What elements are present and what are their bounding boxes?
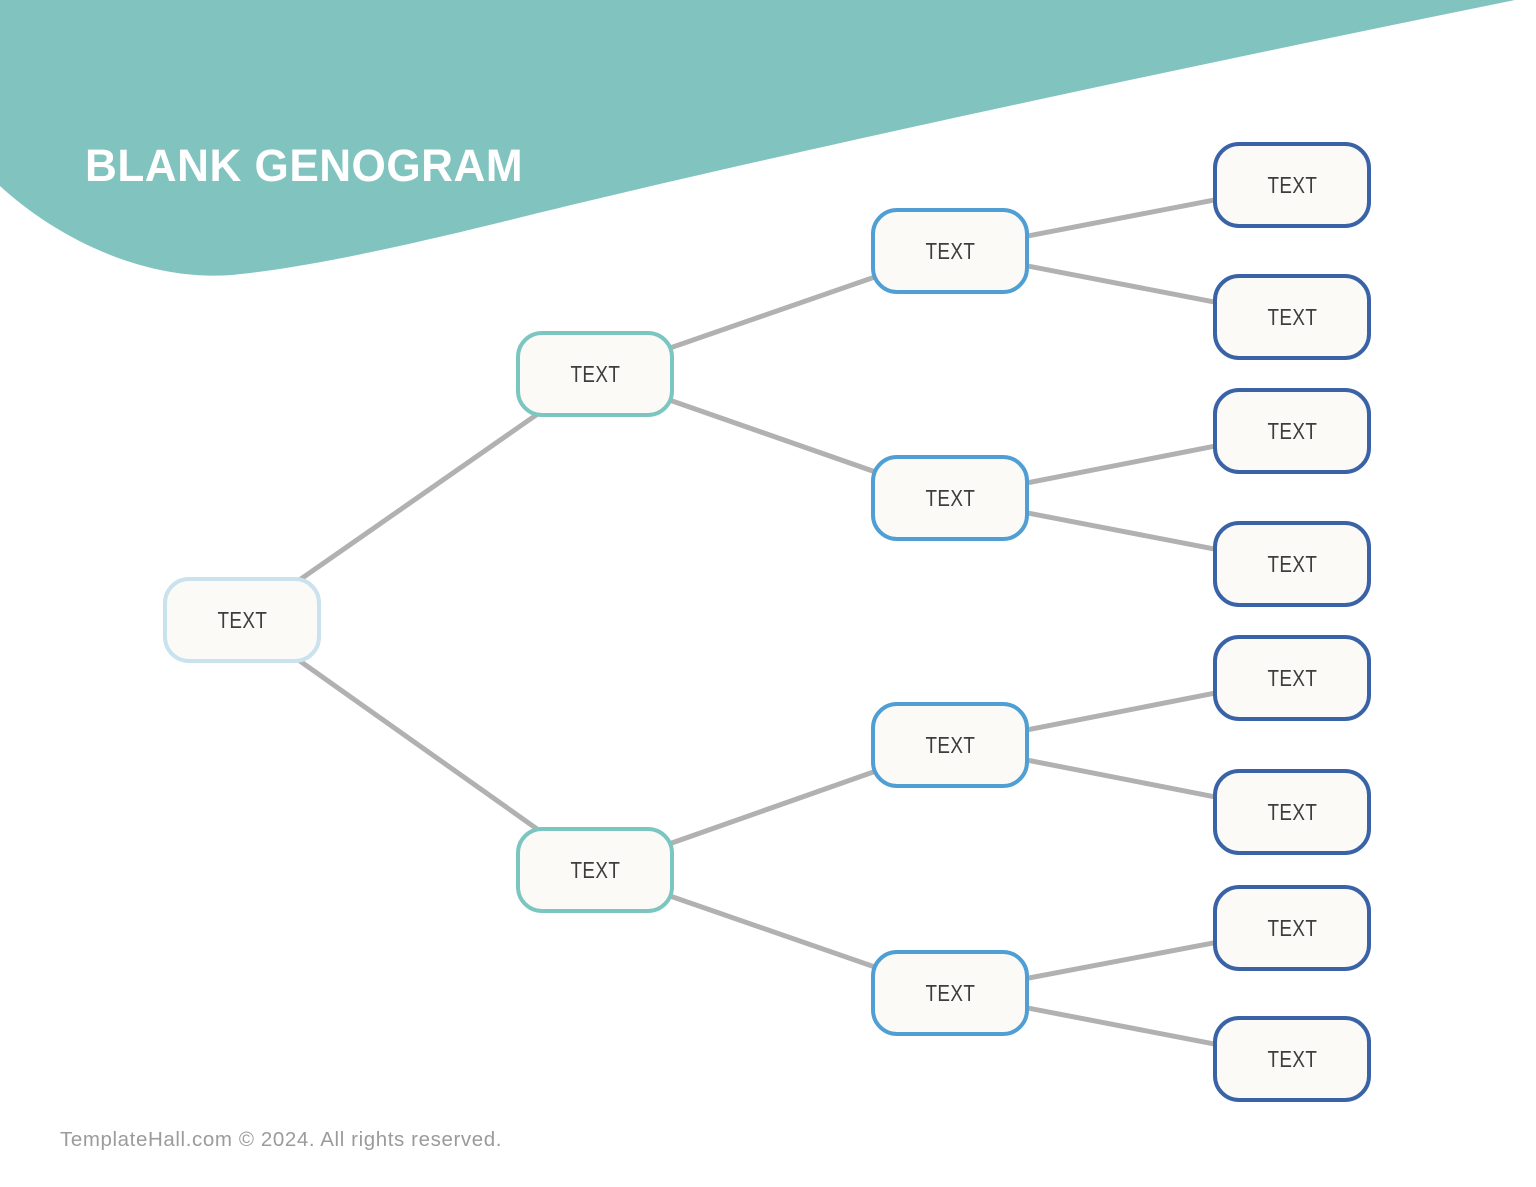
genogram-node-g3d[interactable]: TEXT <box>871 950 1029 1036</box>
genogram-node-g4d[interactable]: TEXT <box>1213 521 1371 607</box>
node-label: TEXT <box>1267 303 1317 330</box>
node-label: TEXT <box>925 731 975 758</box>
node-label: TEXT <box>925 484 975 511</box>
page-title: BLANK GENOGRAM <box>85 140 524 191</box>
genogram-node-g4a[interactable]: TEXT <box>1213 142 1371 228</box>
connector-lines-group <box>240 182 1293 1062</box>
genogram-node-g4h[interactable]: TEXT <box>1213 1016 1371 1102</box>
genogram-node-g4f[interactable]: TEXT <box>1213 769 1371 855</box>
node-label: TEXT <box>570 360 620 387</box>
node-label: TEXT <box>1267 914 1317 941</box>
node-label: TEXT <box>1267 1045 1317 1072</box>
genogram-node-g2a[interactable]: TEXT <box>516 331 674 417</box>
genogram-node-g2b[interactable]: TEXT <box>516 827 674 913</box>
node-label: TEXT <box>1267 798 1317 825</box>
genogram-node-g4g[interactable]: TEXT <box>1213 885 1371 971</box>
node-label: TEXT <box>925 979 975 1006</box>
node-label: TEXT <box>570 856 620 883</box>
node-label: TEXT <box>1267 171 1317 198</box>
node-label: TEXT <box>217 606 267 633</box>
genogram-node-g4e[interactable]: TEXT <box>1213 635 1371 721</box>
header-curve-shape <box>0 0 1515 276</box>
genogram-node-g3b[interactable]: TEXT <box>871 455 1029 541</box>
genogram-node-g4b[interactable]: TEXT <box>1213 274 1371 360</box>
node-label: TEXT <box>1267 417 1317 444</box>
genogram-node-g4c[interactable]: TEXT <box>1213 388 1371 474</box>
node-label: TEXT <box>1267 550 1317 577</box>
node-label: TEXT <box>1267 664 1317 691</box>
genogram-node-g3a[interactable]: TEXT <box>871 208 1029 294</box>
genogram-node-g3c[interactable]: TEXT <box>871 702 1029 788</box>
node-label: TEXT <box>925 237 975 264</box>
footer-copyright: TemplateHall.com © 2024. All rights rese… <box>60 1128 503 1151</box>
genogram-node-root[interactable]: TEXT <box>163 577 321 663</box>
